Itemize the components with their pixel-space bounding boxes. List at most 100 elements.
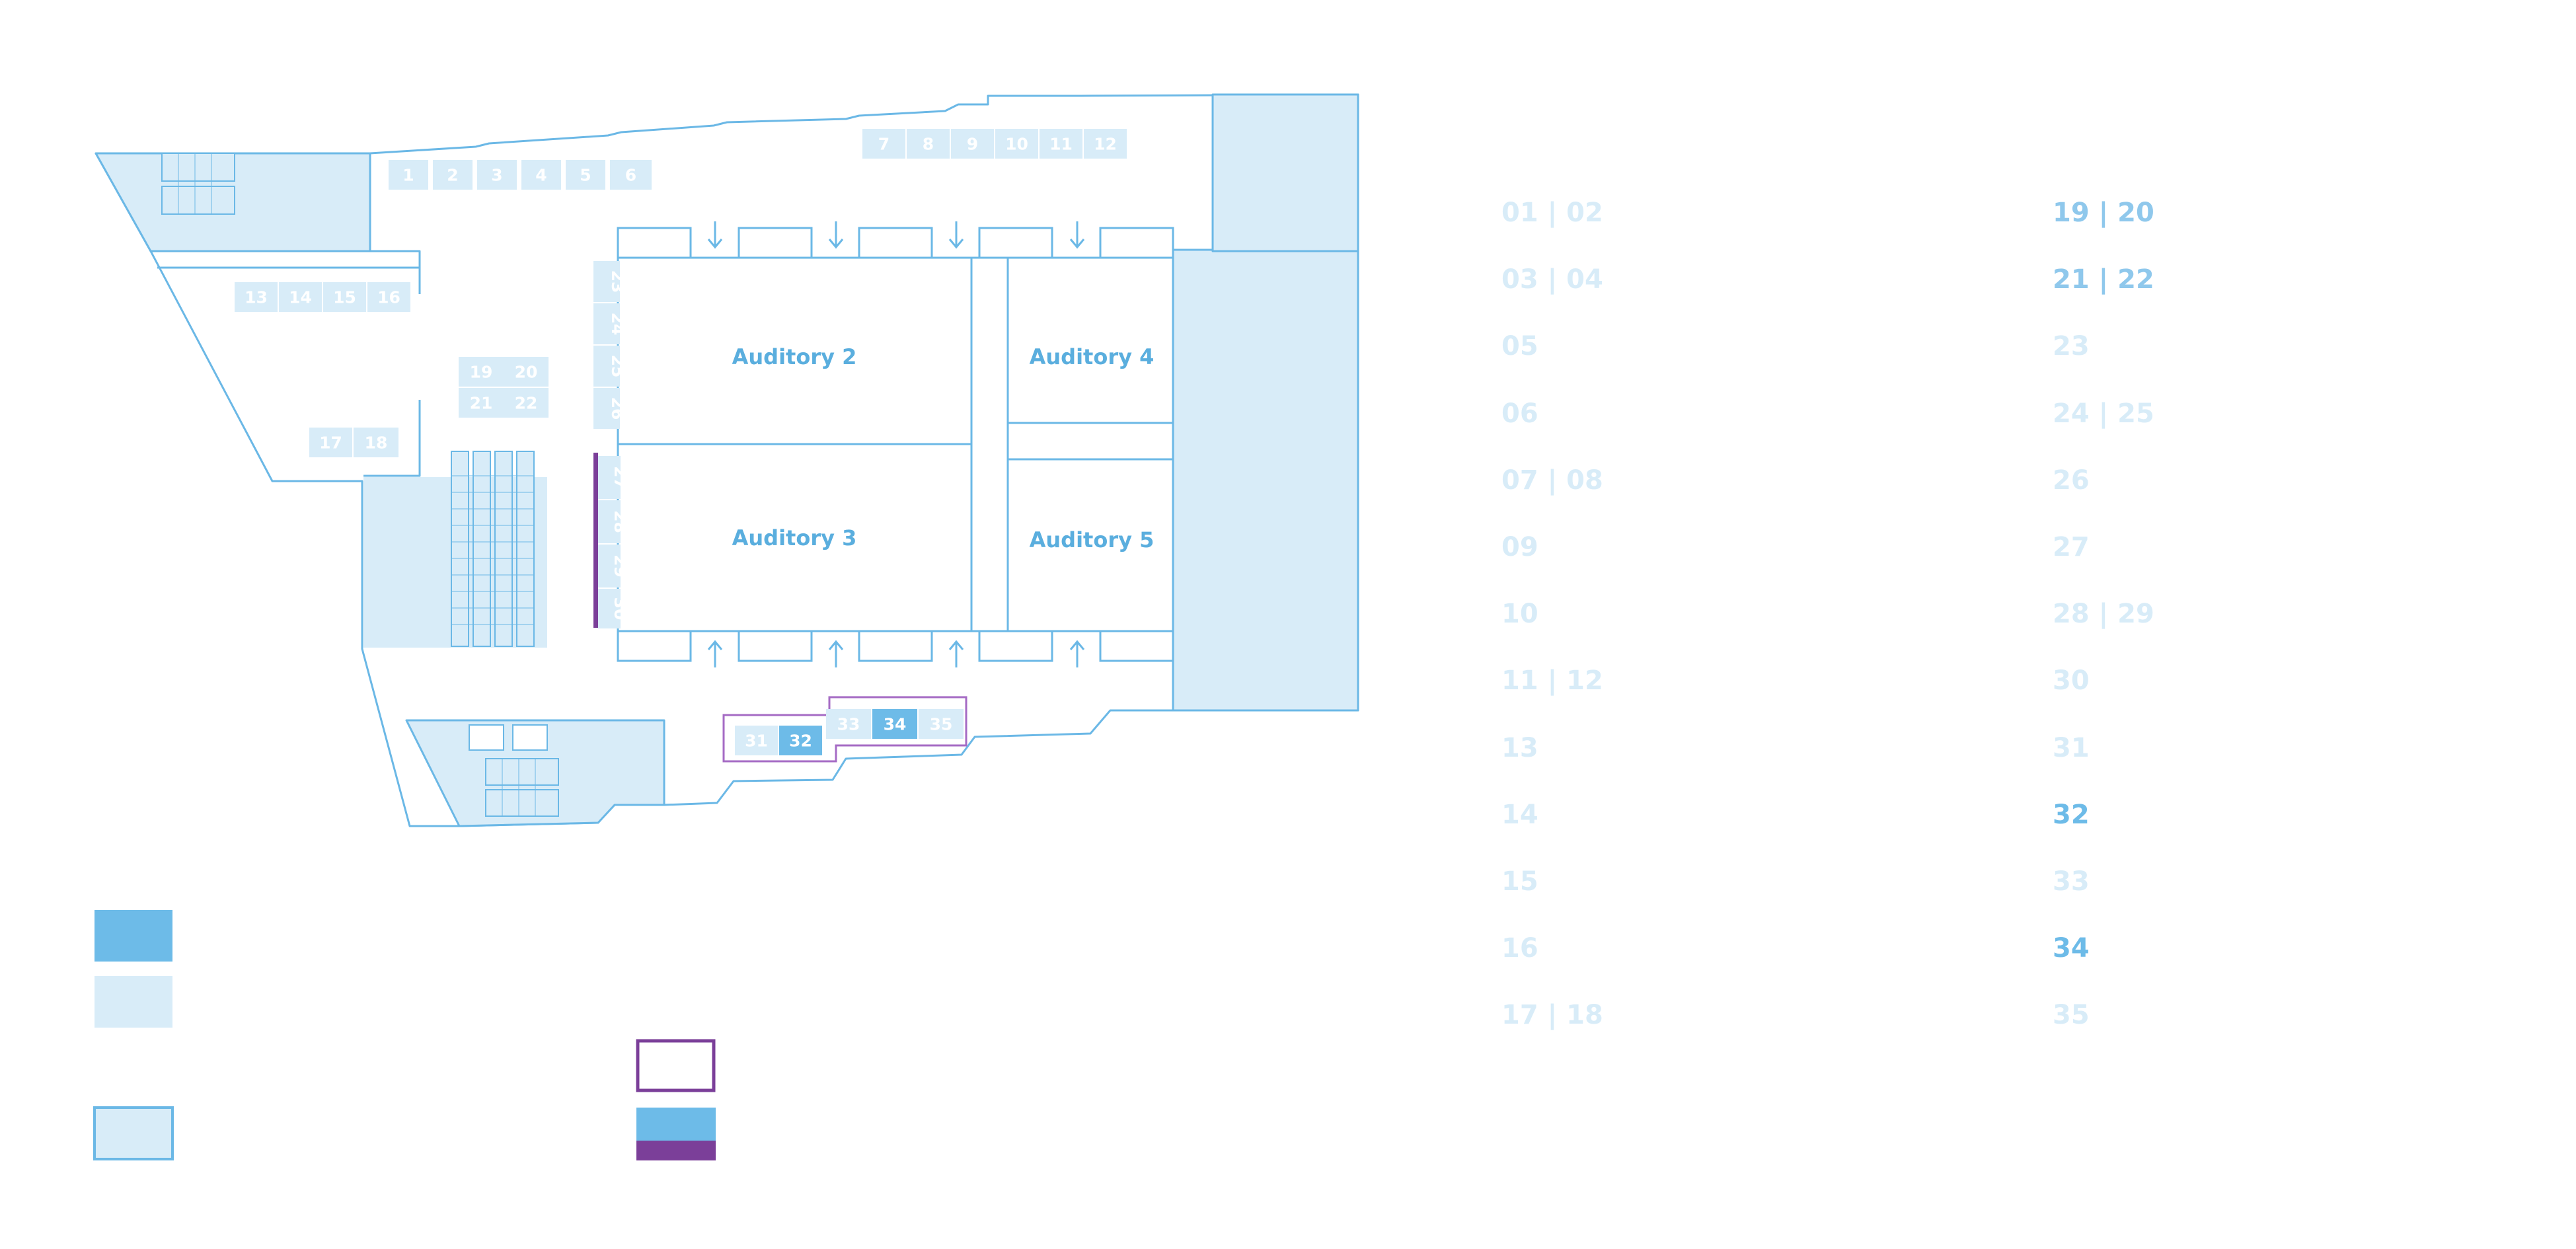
- booth-index-item[interactable]: 35: [2053, 1000, 2090, 1031]
- corridor-wall-west: [363, 400, 421, 477]
- booth-index-item[interactable]: 16: [1501, 933, 1538, 964]
- booth-number-29: 29: [611, 554, 630, 578]
- booth-index-item[interactable]: 28 | 29: [2053, 599, 2154, 630]
- booth-35[interactable]: [919, 709, 964, 739]
- booth-25[interactable]: [593, 346, 620, 387]
- booth-22[interactable]: [504, 388, 549, 418]
- booth-index-item[interactable]: 17 | 18: [1501, 1000, 1603, 1031]
- legend-swatch-wall-top: [636, 1108, 716, 1141]
- booth-number-25: 25: [608, 355, 627, 378]
- auditory-4-label: Auditory 4: [1030, 344, 1155, 369]
- booth-8[interactable]: [907, 129, 950, 159]
- booth-15[interactable]: [323, 282, 366, 312]
- booth-30[interactable]: [598, 589, 621, 628]
- booth-number-12: 12: [1094, 135, 1117, 154]
- legend-swatch-sold: [95, 910, 172, 962]
- booth-5[interactable]: [566, 160, 605, 190]
- booth-29[interactable]: [598, 545, 621, 587]
- booth-index-item[interactable]: 01 | 02: [1501, 198, 1603, 228]
- booth-6[interactable]: [610, 160, 652, 190]
- booth-index-item[interactable]: 21 | 22: [2053, 264, 2154, 295]
- booth-19[interactable]: [459, 357, 504, 387]
- booth-number-17: 17: [319, 434, 342, 453]
- booth-20[interactable]: [504, 357, 549, 387]
- booth-1[interactable]: [389, 160, 428, 190]
- booth-26[interactable]: [593, 388, 620, 429]
- booth-index-item[interactable]: 11 | 12: [1501, 665, 1603, 697]
- booth-number-19: 19: [470, 363, 493, 382]
- booth-12[interactable]: [1084, 129, 1127, 159]
- booth-31[interactable]: [735, 726, 778, 755]
- booth-18[interactable]: [354, 428, 398, 457]
- booth-number-24: 24: [608, 313, 627, 336]
- booth-index-item[interactable]: 34: [2053, 933, 2090, 964]
- booth-number-18: 18: [365, 434, 388, 453]
- booth-index-item[interactable]: 13: [1501, 732, 1538, 763]
- booth-number-30: 30: [611, 597, 630, 621]
- booth-index-item[interactable]: 31: [2053, 732, 2090, 763]
- stair-treads: [178, 153, 536, 816]
- booth-number-11: 11: [1049, 135, 1073, 154]
- booth-16[interactable]: [367, 282, 410, 312]
- booth-7[interactable]: [862, 129, 905, 159]
- booth-9[interactable]: [951, 129, 994, 159]
- booth-number-21: 21: [470, 394, 493, 413]
- booth-number-6: 6: [625, 166, 636, 185]
- booth-number-13: 13: [245, 288, 268, 307]
- corridor-wall-north: [151, 250, 421, 294]
- legend-swatch-area: [93, 1106, 174, 1160]
- booth-17[interactable]: [309, 428, 352, 457]
- booth-number-7: 7: [878, 135, 890, 154]
- booth-23[interactable]: [593, 261, 620, 302]
- booth-number-9: 9: [967, 135, 978, 154]
- booth-index-item[interactable]: 19 | 20: [2053, 198, 2154, 228]
- booth-3[interactable]: [477, 160, 517, 190]
- entry-arrows: [707, 221, 1085, 667]
- booth-13[interactable]: [235, 282, 278, 312]
- booth-index-item[interactable]: 30: [2053, 665, 2090, 697]
- booth-14[interactable]: [279, 282, 322, 312]
- booth-number-32: 32: [789, 732, 812, 751]
- booth-34[interactable]: [872, 709, 917, 739]
- booth-index-item[interactable]: 24 | 25: [2053, 398, 2154, 429]
- booth-number-10: 10: [1005, 135, 1028, 154]
- booth-27[interactable]: [598, 456, 621, 499]
- building-outline: [95, 93, 1359, 827]
- booth-index-item[interactable]: 06: [1501, 398, 1538, 429]
- booth-index-item[interactable]: 09: [1501, 531, 1538, 562]
- booth-33[interactable]: [826, 709, 871, 739]
- booth-24[interactable]: [593, 303, 620, 344]
- booth-index-item[interactable]: 14: [1501, 799, 1538, 830]
- auditory-5-label: Auditory 5: [1030, 527, 1155, 552]
- legend: [93, 910, 716, 1160]
- booth-11[interactable]: [1040, 129, 1082, 159]
- room-east-upper: [1211, 93, 1359, 252]
- booth-index-item[interactable]: 33: [2053, 866, 2090, 897]
- auditory-3-label: Auditory 3: [732, 525, 857, 550]
- auditory-2-label: Auditory 2: [732, 344, 857, 369]
- booth-number-26: 26: [608, 397, 627, 420]
- booth-number-35: 35: [930, 715, 953, 734]
- booth-index-item[interactable]: 05: [1501, 331, 1538, 362]
- booth-index-item[interactable]: 10: [1501, 599, 1538, 630]
- booth-index-item[interactable]: 03 | 04: [1501, 264, 1603, 295]
- booth-index-left: 01 | 02 03 | 04 05 06 07 | 08 09 10 11 | 12 13 14…: [1501, 193, 1603, 1062]
- booth-number-2: 2: [447, 166, 458, 185]
- booth-index-item[interactable]: 07 | 08: [1501, 465, 1603, 496]
- booth-32[interactable]: [779, 726, 822, 755]
- booth-21[interactable]: [459, 388, 504, 418]
- booth-number-20: 20: [515, 363, 538, 382]
- booth-4[interactable]: [521, 160, 561, 190]
- booth-number-3: 3: [491, 166, 502, 185]
- booth-index-item[interactable]: 15: [1501, 866, 1538, 897]
- booth-index-item[interactable]: 23: [2053, 331, 2090, 362]
- booth-number-16: 16: [377, 288, 400, 307]
- booth-index-item[interactable]: 32: [2053, 799, 2090, 830]
- booth-28[interactable]: [598, 500, 621, 543]
- booth-2[interactable]: [433, 160, 473, 190]
- booth-index-item[interactable]: 26: [2053, 465, 2090, 496]
- booth-number-14: 14: [289, 288, 312, 307]
- booth-index-item[interactable]: 27: [2053, 531, 2090, 562]
- booth-10[interactable]: [995, 129, 1038, 159]
